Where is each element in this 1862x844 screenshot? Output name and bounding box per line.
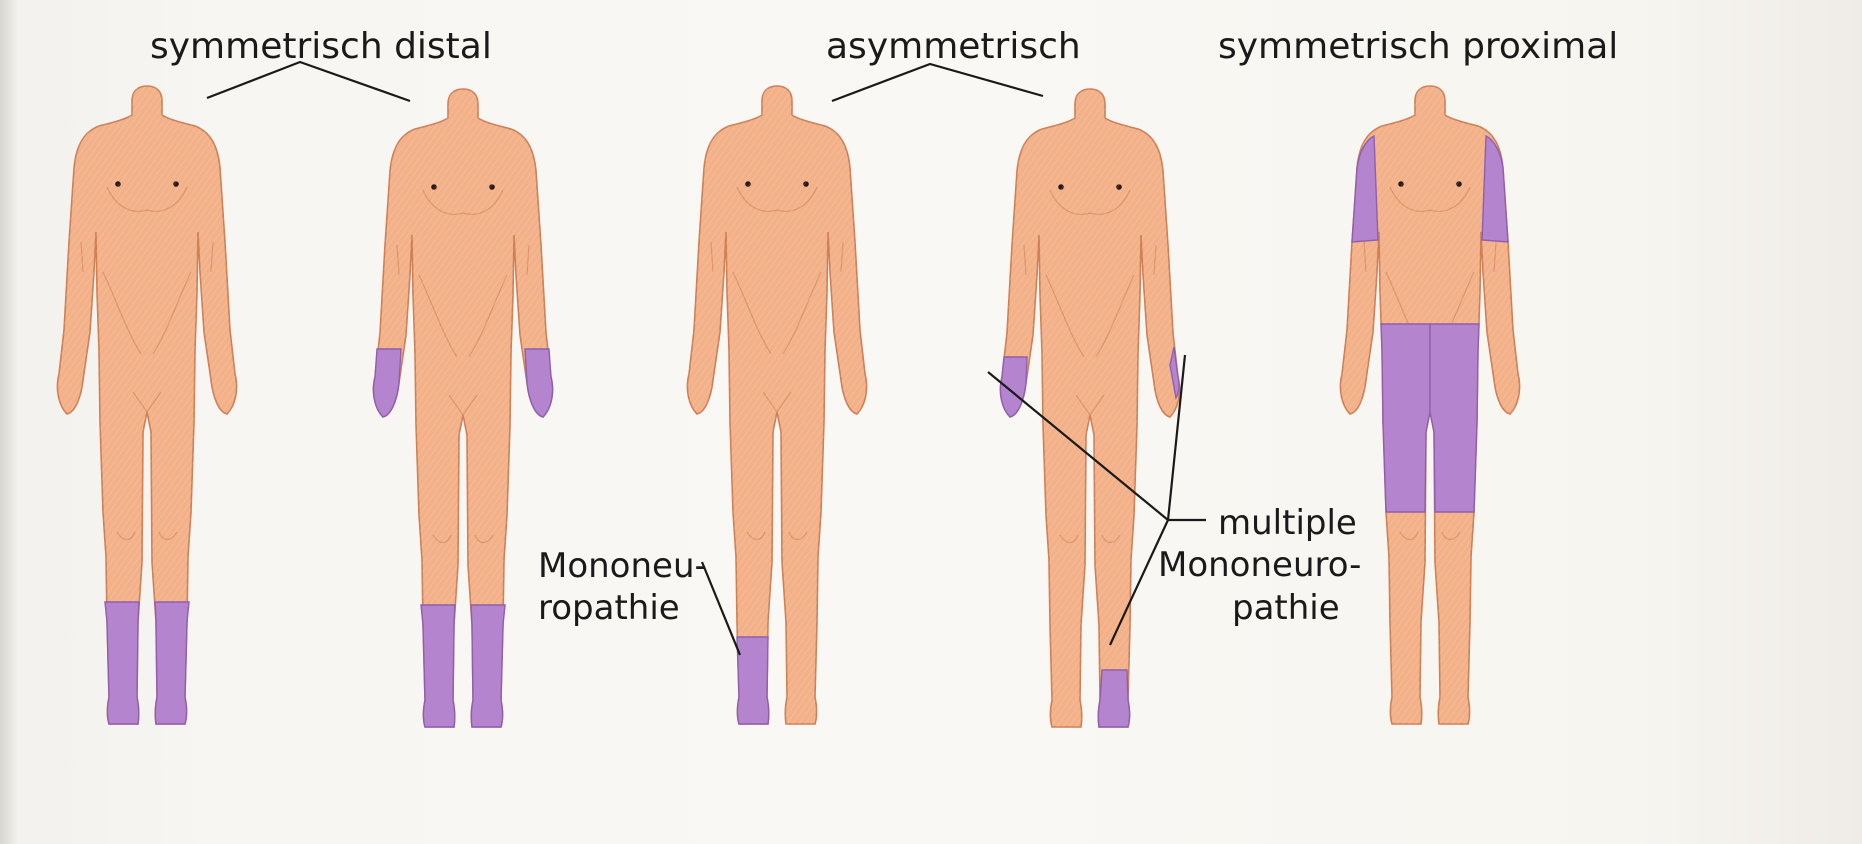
- affected-left-foot: [1098, 670, 1129, 727]
- affected-right-thigh: [1381, 324, 1430, 512]
- leader-mononeuropathy: [702, 562, 740, 655]
- callout-multiple-line2: Mononeuro-: [1158, 545, 1361, 585]
- callout-multiple-line1: multiple: [1218, 503, 1357, 543]
- figure-4: [990, 85, 1190, 735]
- figure-5: [1330, 82, 1530, 732]
- figure-1: [47, 82, 247, 732]
- leader-asymmetric: [832, 64, 1043, 101]
- callout-multiple-line3: pathie: [1232, 588, 1340, 628]
- affected-right-foot: [737, 637, 769, 724]
- figure-3: [677, 82, 877, 732]
- affected-right-upper-arm: [1352, 136, 1378, 242]
- figure-2: [363, 85, 563, 735]
- heading-asymmetric: asymmetrisch: [826, 26, 1081, 68]
- callout-mononeuropathy-line2: ropathie: [538, 588, 680, 628]
- heading-symmetric-distal: symmetrisch distal: [150, 26, 492, 68]
- heading-symmetric-proximal: symmetrisch proximal: [1218, 26, 1618, 68]
- affected-left-upper-arm: [1482, 136, 1508, 242]
- affected-left-thigh: [1430, 324, 1479, 512]
- affected-right-hand: [1000, 357, 1027, 417]
- callout-mononeuropathy-line1: Mononeu-: [538, 546, 707, 586]
